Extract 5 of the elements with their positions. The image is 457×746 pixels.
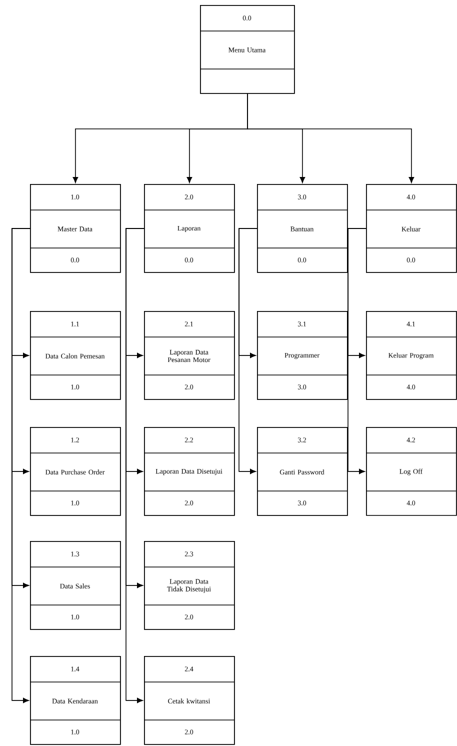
arrow bbox=[238, 228, 258, 474]
arrow bbox=[348, 228, 366, 474]
arrow bbox=[12, 228, 30, 704]
arrow bbox=[247, 94, 414, 183]
arrow bbox=[126, 228, 144, 704]
